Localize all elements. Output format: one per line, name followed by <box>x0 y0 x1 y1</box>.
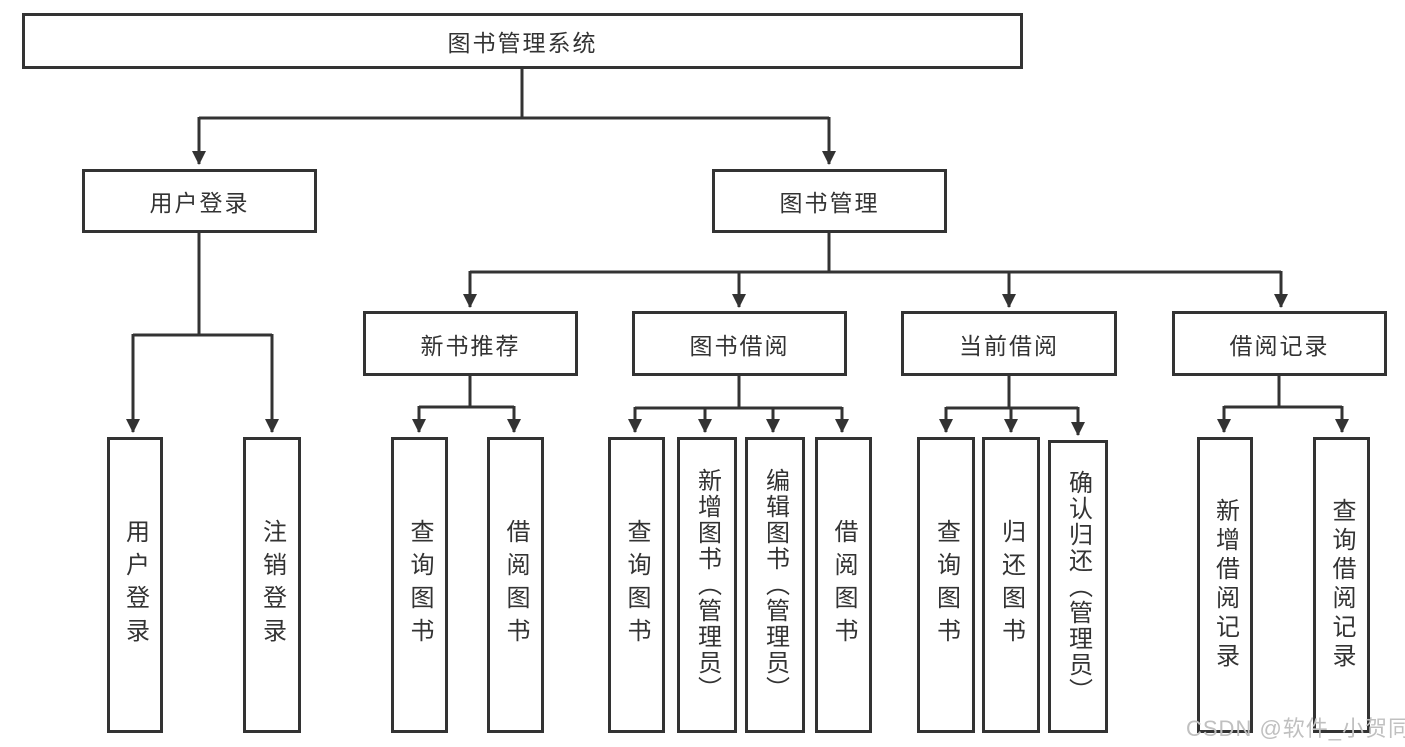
csdn-watermark: CSDN @软件_小贺同学 <box>1186 716 1405 741</box>
node-new-book-recommend: 新书推荐 <box>363 311 578 376</box>
leaf-user-login: 用户登录 <box>107 437 163 733</box>
node-book-management: 图书管理 <box>712 169 947 233</box>
leaf-logout: 注销登录 <box>243 437 301 733</box>
leaf-add-borrow-record: 新增借阅记录 <box>1197 437 1253 733</box>
root-node: 图书管理系统 <box>22 13 1023 69</box>
leaf-query-books-1: 查询图书 <box>391 437 448 733</box>
node-user-login: 用户登录 <box>82 169 317 233</box>
leaf-query-books-3: 查询图书 <box>917 437 975 733</box>
leaf-borrow-books-1: 借阅图书 <box>487 437 544 733</box>
leaf-confirm-return-admin: 确认归还（管理员） <box>1048 440 1108 733</box>
node-borrow-records: 借阅记录 <box>1172 311 1387 376</box>
node-book-borrow: 图书借阅 <box>632 311 847 376</box>
node-current-borrow: 当前借阅 <box>901 311 1117 376</box>
leaf-return-books: 归还图书 <box>982 437 1040 733</box>
leaf-borrow-books-2: 借阅图书 <box>815 437 872 733</box>
leaf-edit-book-admin: 编辑图书（管理员） <box>745 437 805 733</box>
leaf-query-books-2: 查询图书 <box>608 437 665 733</box>
leaf-query-borrow-record: 查询借阅记录 <box>1313 437 1370 733</box>
leaf-add-book-admin: 新增图书（管理员） <box>677 437 737 733</box>
